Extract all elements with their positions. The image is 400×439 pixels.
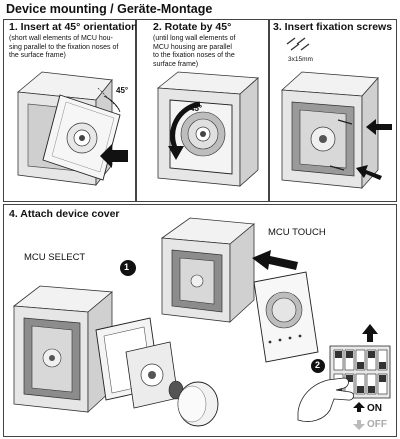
dip-switch-illustration bbox=[297, 324, 391, 430]
mcu-select-label: MCU SELECT bbox=[24, 252, 86, 263]
on-label: ON bbox=[367, 403, 382, 414]
step-1-title: 1. Insert at 45° orientation bbox=[9, 21, 138, 33]
step-3-title: 3. Insert fixation screws bbox=[273, 21, 393, 33]
step-3-illustration bbox=[281, 37, 392, 190]
step-marker-2-label: 2 bbox=[315, 360, 321, 370]
step-marker-1-label: 1 bbox=[124, 262, 130, 272]
step-2-illustration bbox=[156, 71, 259, 187]
step-marker-2-circle bbox=[311, 359, 325, 373]
step-1-angle-label: 45° bbox=[116, 86, 129, 95]
step-1-illustration bbox=[17, 71, 128, 187]
step-marker-1-circle bbox=[120, 260, 136, 276]
step-2-title: 2. Rotate by 45° bbox=[153, 21, 232, 33]
page-title: Device mounting / Geräte-Montage bbox=[6, 2, 213, 16]
mcu-touch-label: MCU TOUCH bbox=[268, 227, 326, 238]
off-label: OFF bbox=[367, 419, 387, 430]
step-1-description: (short wall elements of MCU hou-sing par… bbox=[9, 35, 119, 60]
step-4-title: 4. Attach device cover bbox=[9, 208, 120, 220]
step-2-angle-label: 45° bbox=[190, 104, 203, 113]
screw-size-label: 3x15mm bbox=[288, 56, 313, 63]
step-4-illustration bbox=[12, 217, 391, 430]
